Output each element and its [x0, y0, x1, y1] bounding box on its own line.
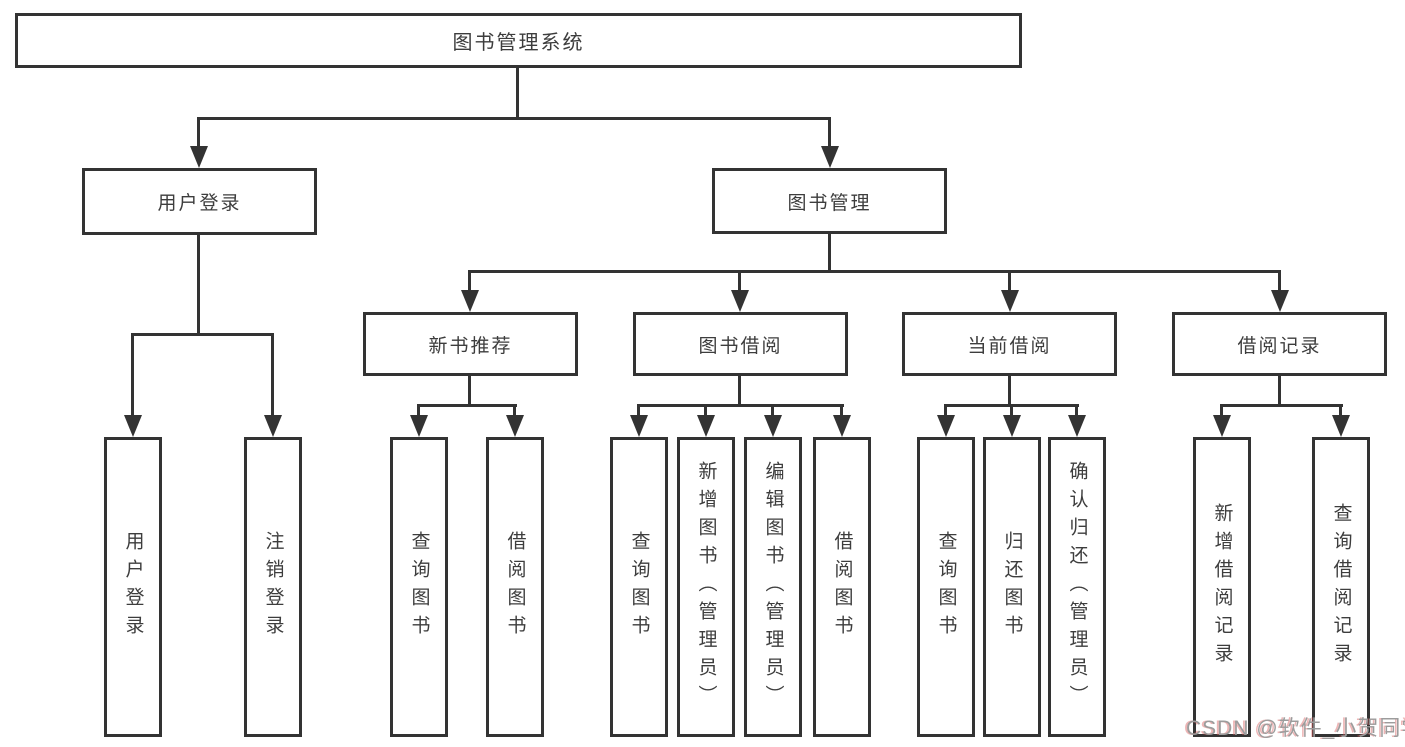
- connector-line: [1220, 404, 1343, 407]
- connector-line: [197, 117, 200, 147]
- connector-line: [516, 68, 519, 118]
- connector-line: [131, 333, 134, 416]
- node-book-management: 图书管理: [712, 168, 947, 234]
- leaf-label: 借阅图书: [831, 531, 853, 643]
- connector-line: [271, 333, 274, 416]
- connector-arrow-down: [1271, 290, 1289, 312]
- node-library-management-system: 图书管理系统: [15, 13, 1022, 68]
- connector-arrow-down: [1213, 415, 1231, 437]
- leaf-borrow-books: 借阅图书: [813, 437, 871, 737]
- leaf-label: 新增借阅记录: [1211, 503, 1233, 671]
- connector-line: [738, 375, 741, 407]
- connector-line: [704, 404, 707, 417]
- connector-line: [1278, 375, 1281, 407]
- connector-line: [828, 117, 831, 147]
- leaf-add-book-admin: 新增图书（管理员）: [677, 437, 735, 737]
- connector-line: [197, 235, 200, 335]
- leaf-label: 借阅图书: [504, 531, 526, 643]
- connector-arrow-down: [833, 415, 851, 437]
- node-label: 当前借阅: [967, 335, 1052, 357]
- connector-line: [1075, 404, 1078, 417]
- leaf-query-books-borrow: 查询图书: [610, 437, 668, 737]
- node-borrowing-records: 借阅记录: [1172, 312, 1387, 376]
- leaf-borrow-books-recommend: 借阅图书: [486, 437, 544, 737]
- connector-arrow-down: [124, 415, 142, 437]
- leaf-label: 注销登录: [262, 531, 284, 643]
- connector-line: [637, 404, 844, 407]
- connector-arrow-down: [1068, 415, 1086, 437]
- node-label: 图书借阅: [698, 335, 783, 357]
- connector-line: [1008, 375, 1011, 407]
- leaf-label: 编辑图书（管理员）: [762, 461, 784, 713]
- leaf-query-borrow-record: 查询借阅记录: [1312, 437, 1370, 737]
- connector-line: [197, 117, 831, 120]
- leaf-label: 新增图书（管理员）: [695, 461, 717, 713]
- leaf-add-borrow-record: 新增借阅记录: [1193, 437, 1251, 737]
- connector-arrow-down: [937, 415, 955, 437]
- connector-line: [828, 233, 831, 273]
- leaf-label: 用户登录: [122, 531, 144, 643]
- leaf-user-login: 用户登录: [104, 437, 162, 737]
- connector-arrow-down: [190, 146, 208, 168]
- leaf-label: 确认归还（管理员）: [1066, 461, 1088, 713]
- connector-line: [1010, 404, 1013, 417]
- node-user-login: 用户登录: [82, 168, 317, 235]
- watermark: CSDN @软件_小贺同学: [1186, 717, 1405, 740]
- connector-line: [771, 404, 774, 417]
- leaf-confirm-return-admin: 确认归还（管理员）: [1048, 437, 1106, 737]
- connector-line: [131, 333, 274, 336]
- connector-line: [468, 375, 471, 407]
- leaf-label: 查询图书: [628, 531, 650, 643]
- connector-arrow-down: [1332, 415, 1350, 437]
- node-label: 借阅记录: [1237, 335, 1322, 357]
- connector-arrow-down: [731, 290, 749, 312]
- connector-line: [637, 404, 640, 417]
- connector-arrow-down: [764, 415, 782, 437]
- leaf-query-books-recommend: 查询图书: [390, 437, 448, 737]
- connector-line: [417, 404, 517, 407]
- leaf-label: 归还图书: [1001, 531, 1023, 643]
- leaf-label: 查询借阅记录: [1330, 503, 1352, 671]
- connector-line: [738, 270, 741, 292]
- connector-line: [1008, 270, 1011, 292]
- leaf-logout: 注销登录: [244, 437, 302, 737]
- connector-arrow-down: [630, 415, 648, 437]
- connector-line: [468, 270, 471, 292]
- node-book-borrowing: 图书借阅: [633, 312, 848, 376]
- leaf-edit-book-admin: 编辑图书（管理员）: [744, 437, 802, 737]
- connector-arrow-down: [461, 290, 479, 312]
- connector-line: [1339, 404, 1342, 417]
- connector-arrow-down: [264, 415, 282, 437]
- node-label: 新书推荐: [428, 335, 513, 357]
- leaf-query-books-current: 查询图书: [917, 437, 975, 737]
- connector-line: [944, 404, 947, 417]
- connector-line: [840, 404, 843, 417]
- node-label: 图书管理系统: [452, 32, 585, 54]
- connector-arrow-down: [1001, 290, 1019, 312]
- leaf-label: 查询图书: [408, 531, 430, 643]
- connector-line: [417, 404, 420, 417]
- connector-line: [468, 270, 1281, 273]
- node-new-book-recommend: 新书推荐: [363, 312, 578, 376]
- node-label: 图书管理: [787, 192, 872, 214]
- connector-line: [513, 404, 516, 417]
- connector-arrow-down: [697, 415, 715, 437]
- connector-line: [1220, 404, 1223, 417]
- connector-arrow-down: [410, 415, 428, 437]
- connector-line: [1278, 270, 1281, 292]
- leaf-return-book: 归还图书: [983, 437, 1041, 737]
- connector-arrow-down: [821, 146, 839, 168]
- connector-arrow-down: [1003, 415, 1021, 437]
- node-current-borrowing: 当前借阅: [902, 312, 1117, 376]
- leaf-label: 查询图书: [935, 531, 957, 643]
- node-label: 用户登录: [157, 193, 242, 214]
- connector-arrow-down: [506, 415, 524, 437]
